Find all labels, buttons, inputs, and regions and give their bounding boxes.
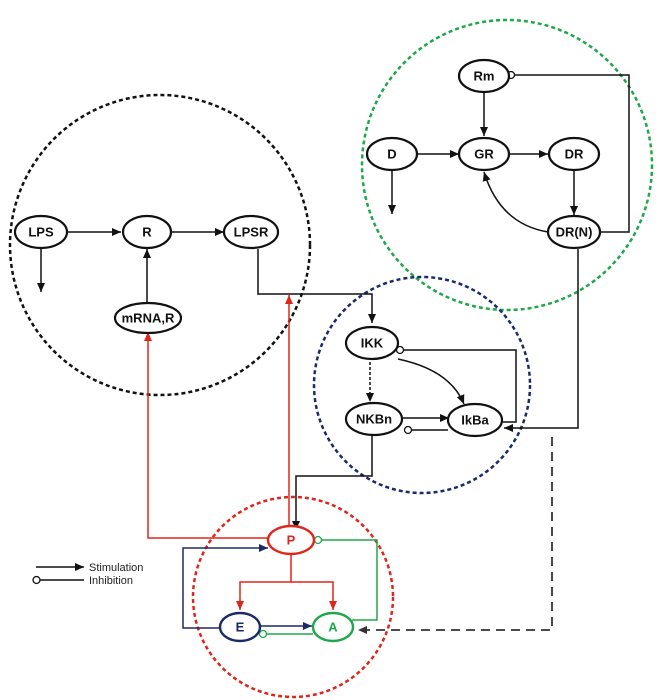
node-lps-label: LPS (28, 225, 54, 240)
red-compartment (191, 495, 395, 699)
node-e-label: E (236, 620, 245, 635)
node-r-label: R (142, 225, 152, 240)
node-a-label: A (328, 620, 338, 635)
legend-stimulation-label: Stimulation (89, 562, 143, 574)
node-nkbn: NKBn (344, 401, 404, 437)
legend-inhibition-label: Inhibition (89, 575, 133, 587)
node-p: P (266, 524, 316, 556)
node-a: A (311, 611, 355, 643)
node-ikba: IkBa (446, 402, 504, 438)
node-gr: GR (457, 136, 511, 172)
black-compartment (8, 93, 312, 397)
edge-lpsr-ikk (257, 249, 376, 323)
edge-a-inhibits-p (322, 539, 378, 621)
node-mrna-r: mRNA,R (113, 301, 183, 335)
node-dr: DR (547, 136, 601, 172)
node-ikba-label: IkBa (461, 413, 489, 428)
node-ikk-label: IKK (361, 336, 384, 351)
inhibition-marker-nkbn (403, 425, 413, 435)
edge-ikba-to-a-dashed (358, 437, 553, 634)
navy-compartment (312, 275, 532, 495)
node-lps: LPS (13, 214, 69, 250)
node-rm: Rm (457, 58, 511, 94)
node-r: R (121, 214, 173, 250)
node-ikk: IKK (344, 325, 400, 361)
inhibition-marker-p (313, 535, 323, 545)
edge-ikk-ikba (397, 358, 465, 405)
node-drn-label: DR(N) (556, 225, 593, 240)
node-p-label: P (287, 533, 296, 548)
node-dr-label: DR (565, 147, 584, 162)
edge-p-a (291, 581, 337, 610)
green-compartment (360, 18, 654, 312)
node-nkbn-label: NKBn (356, 412, 392, 427)
node-e: E (218, 611, 262, 643)
edge-ikba-inhibits-ikk (404, 349, 517, 423)
node-mrna-r-label: mRNA,R (122, 311, 175, 326)
node-drn: DR(N) (546, 214, 602, 250)
node-lpsr-label: LPSR (234, 225, 269, 240)
node-d-label: D (387, 147, 396, 162)
legend: Stimulation Inhibition (32, 562, 143, 587)
node-d: D (365, 136, 419, 172)
edge-nkbn-p (292, 434, 373, 530)
legend-inhibition-marker (32, 575, 41, 585)
edge-p-mrna (144, 332, 272, 539)
edge-p-e (236, 555, 292, 610)
node-gr-label: GR (474, 147, 494, 162)
edge-e-p (182, 544, 268, 629)
inhibition-marker-e (258, 629, 268, 639)
edge-drn-ikba (504, 249, 579, 432)
node-lpsr: LPSR (222, 214, 280, 250)
node-rm-label: Rm (474, 69, 495, 84)
edge-drn-inhibits-rm (514, 74, 630, 233)
edge-drn-gr (482, 171, 549, 233)
